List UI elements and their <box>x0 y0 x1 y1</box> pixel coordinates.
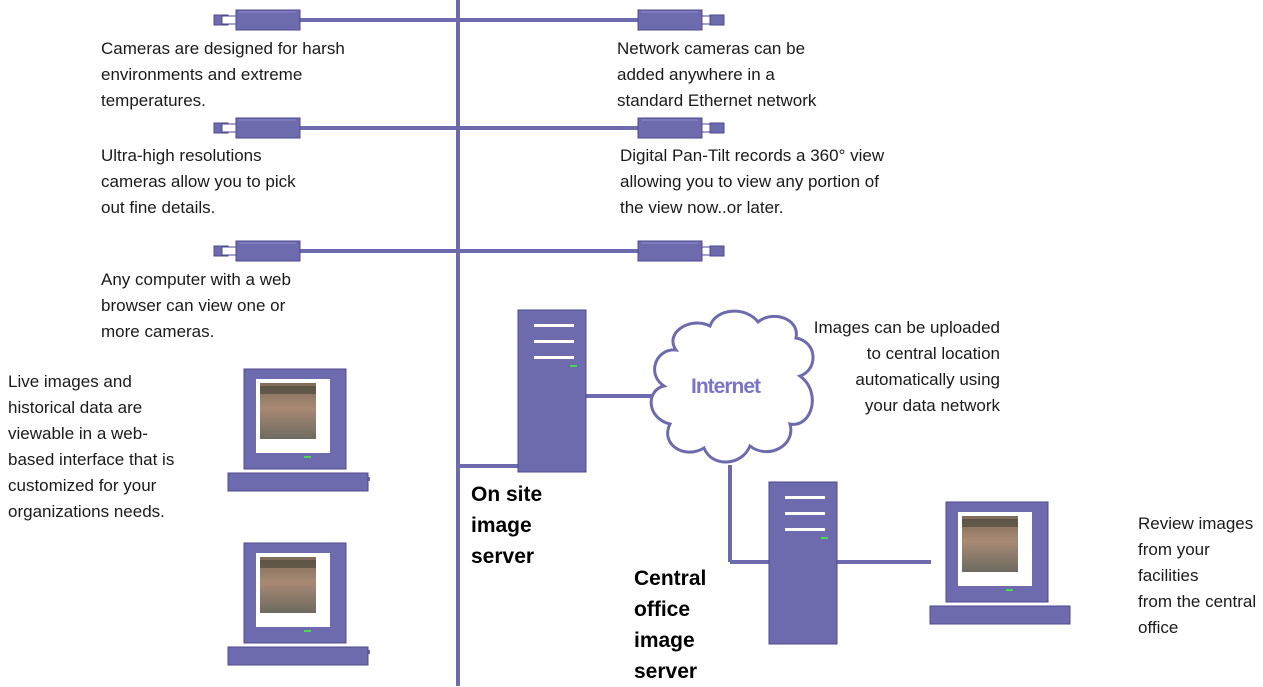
camera-icon <box>637 117 725 139</box>
caption-live-images: Live images and historical data are view… <box>8 372 175 521</box>
network-lines <box>300 0 931 686</box>
camera-icon <box>213 117 301 139</box>
computer-monitor-icon <box>227 542 369 666</box>
caption-digital-pan-tilt: Digital Pan-Tilt records a 360° view all… <box>620 146 885 217</box>
label-central-office-image-server: Central office image server <box>634 567 707 683</box>
label-onsite-image-server: On site image server <box>471 483 543 568</box>
caption-network-cameras: Network cameras can be added anywhere in… <box>617 39 817 110</box>
internet-label: Internet <box>691 375 761 398</box>
cloud-icon <box>649 309 815 464</box>
server-icon <box>768 481 838 645</box>
camera-icon <box>213 240 301 262</box>
caption-review-images: Review images from your facilities from … <box>1138 514 1257 637</box>
caption-web-browser: Any computer with a web browser can view… <box>101 270 291 341</box>
caption-ultra-high-resolution: Ultra-high resolutions cameras allow you… <box>101 146 296 217</box>
computer-monitor-icon <box>227 368 369 492</box>
camera-icon <box>213 9 301 31</box>
server-icon <box>517 309 587 473</box>
caption-upload-central: Images can be uploaded to central locati… <box>813 318 1000 415</box>
camera-icon <box>637 240 725 262</box>
camera-icon <box>637 9 725 31</box>
computer-monitor-icon <box>929 501 1071 625</box>
caption-cameras-harsh: Cameras are designed for harsh environme… <box>101 39 345 110</box>
